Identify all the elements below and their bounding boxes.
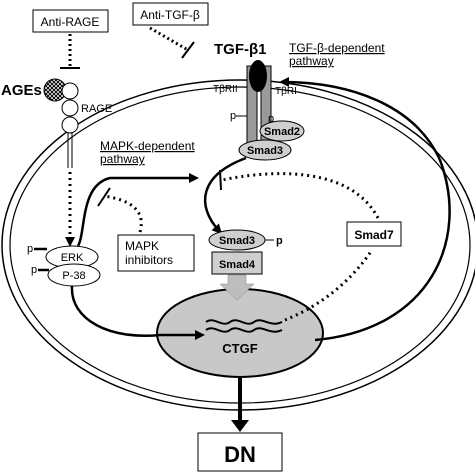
- mapk-pathway-label-2: pathway: [100, 152, 145, 166]
- smad2-label: Smad2: [264, 126, 300, 138]
- smad3-nuclear-label: Smad3: [219, 235, 255, 247]
- tgf-b1-ligand: [249, 60, 267, 92]
- smad7-inhibition: [221, 172, 380, 219]
- rage-domain-1: [61, 82, 79, 100]
- p-label-erk: p: [27, 243, 33, 255]
- smad3-label: Smad3: [247, 145, 283, 157]
- erk-label: ERK: [61, 252, 84, 264]
- anti-tgf-box: [132, 2, 209, 26]
- smad7-label: Smad7: [354, 228, 394, 242]
- smad7-box: [346, 221, 402, 247]
- smad4-label: Smad4: [219, 259, 256, 271]
- p38-label: P-38: [62, 270, 85, 282]
- smad4-protein: [211, 251, 263, 275]
- ctgf-to-smad7-dotted: [284, 249, 374, 322]
- mapk-pathway-arrow: [76, 173, 199, 247]
- smad3-protein: [238, 139, 292, 161]
- rage-domain-3: [61, 116, 79, 134]
- mapk-inhibitors-box: [117, 234, 195, 272]
- tbrii-label: TβRII: [213, 84, 238, 95]
- ctgf-gene-strand-2: [205, 327, 283, 333]
- ctgf-label: CTGF: [222, 341, 257, 356]
- anti-rage-box: [32, 9, 109, 33]
- dn-label: DN: [224, 442, 256, 467]
- tgf-b1-label: TGF-β1: [214, 41, 267, 58]
- tbri-label: TβRI: [275, 86, 297, 97]
- ctgf-gene-strand-1: [205, 319, 283, 325]
- anti-rage-label: Anti-RAGE: [41, 15, 100, 29]
- ctgf-to-tgf-feedback-arrow: [279, 77, 451, 342]
- p-label-p38: p: [31, 264, 37, 276]
- ages-label: AGEs: [1, 82, 42, 99]
- p38-to-ctgf-arrow: [70, 285, 205, 340]
- anti-tgf-label: Anti-TGF-β: [140, 8, 200, 22]
- tgf-pathway-label-2: pathway: [289, 54, 334, 68]
- p38-protein: [47, 263, 101, 287]
- mapk-pathway-label: MAPK-dependent: [100, 139, 195, 153]
- smad2-protein: [259, 120, 305, 142]
- nucleus: [156, 288, 324, 378]
- p-label-receptor-i: p: [268, 113, 274, 125]
- smad-into-nucleus-arrow: [219, 274, 255, 301]
- p-label-smad3-nuclear: p: [276, 235, 283, 247]
- mapk-inhibitors-label-2: inhibitors: [125, 253, 173, 267]
- smad-translocation-arrow: [203, 156, 247, 235]
- tgf-pathway-label: TGF-β-dependent: [289, 41, 385, 55]
- mapk-inhibitor-dotted: [103, 194, 143, 233]
- rage-domain-2: [61, 99, 79, 117]
- anti-tgf-inhibition: [149, 26, 189, 52]
- rage-label: RAGE: [81, 103, 112, 115]
- mapk-inhibitors-label: MAPK: [125, 239, 159, 253]
- p-label-receptor-ii: p: [230, 110, 236, 122]
- dn-box: [197, 432, 283, 472]
